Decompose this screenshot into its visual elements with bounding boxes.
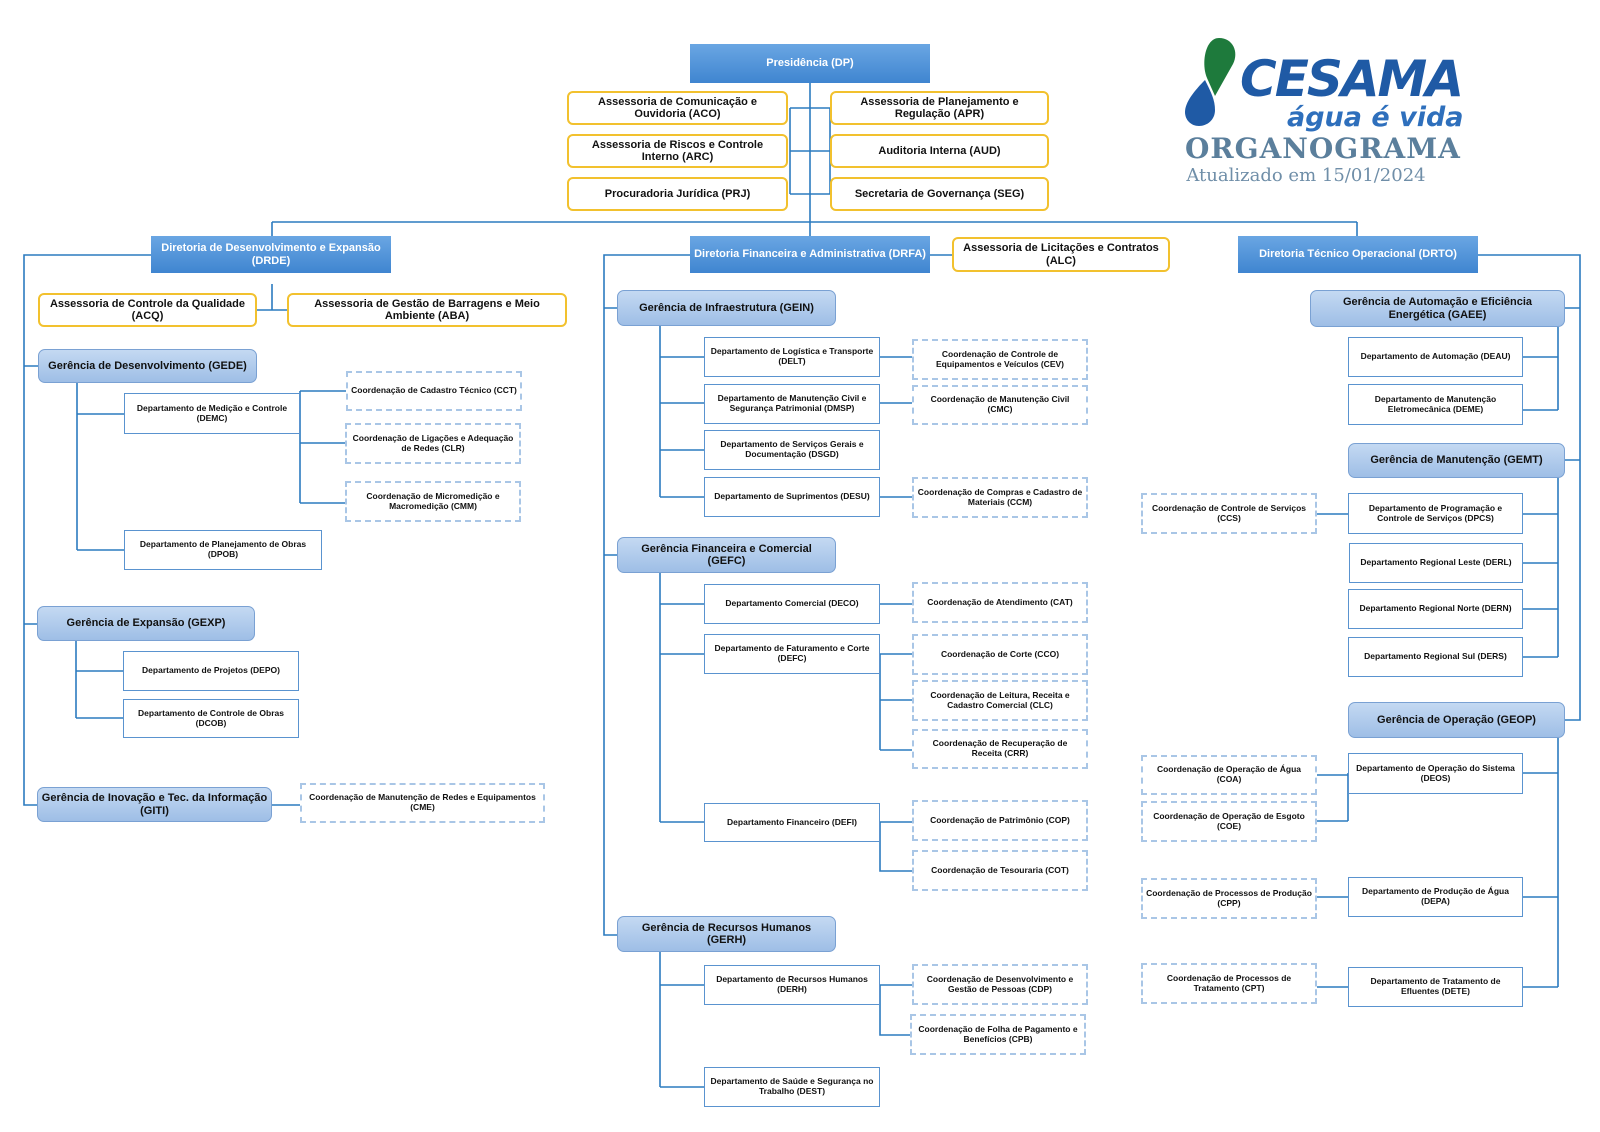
advisory-prj: Procuradoria Jurídica (PRJ)	[567, 177, 788, 211]
department-dpcs: Departamento de Programação e Controle d…	[1348, 493, 1523, 534]
advisory-seg: Secretaria de Governança (SEG)	[830, 177, 1049, 211]
coordination-cop: Coordenação de Patrimônio (COP)	[912, 800, 1088, 841]
department-depo: Departamento de Projetos (DEPO)	[123, 651, 299, 691]
logo-tagline: água é vida	[1287, 102, 1464, 133]
department-dcob: Departamento de Controle de Obras (DCOB)	[123, 699, 299, 738]
department-ders: Departamento Regional Sul (DERS)	[1348, 637, 1523, 677]
department-deos: Departamento de Operação do Sistema (DEO…	[1348, 753, 1523, 794]
logo-block: CESAMA água é vida ORGANOGRAMA Atualizad…	[1185, 26, 1475, 196]
page-title: ORGANOGRAMA	[1185, 132, 1461, 165]
advisory-arc: Assessoria de Riscos e Controle Interno …	[567, 134, 788, 168]
directorate-drto: Diretoria Técnico Operacional (DRTO)	[1238, 236, 1478, 273]
coordination-cct: Coordenação de Cadastro Técnico (CCT)	[346, 371, 522, 411]
department-defi: Departamento Financeiro (DEFI)	[704, 803, 880, 842]
coordination-cev: Coordenação de Controle de Equipamentos …	[912, 339, 1088, 380]
coordination-cpb: Coordenação de Folha de Pagamento e Bene…	[910, 1014, 1086, 1055]
department-dest: Departamento de Saúde e Segurança no Tra…	[704, 1067, 880, 1107]
advisory-aud: Auditoria Interna (AUD)	[830, 134, 1049, 168]
management-gerh: Gerência de Recursos Humanos (GERH)	[617, 916, 836, 952]
management-gefc: Gerência Financeira e Comercial (GEFC)	[617, 537, 836, 573]
department-delt: Departamento de Logística e Transporte (…	[704, 337, 880, 377]
management-gaee: Gerência de Automação e Eficiência Energ…	[1310, 290, 1565, 327]
coordination-cpt: Coordenação de Processos de Tratamento (…	[1141, 963, 1317, 1004]
advisory-aco: Assessoria de Comunicação e Ouvidoria (A…	[567, 91, 788, 125]
department-dpob: Departamento de Planejamento de Obras (D…	[124, 530, 322, 570]
logo-brand: CESAMA	[1240, 50, 1464, 108]
department-derl: Departamento Regional Leste (DERL)	[1349, 543, 1523, 583]
water-drop-icon	[1185, 38, 1236, 126]
coordination-coa: Coordenação de Operação de Água (COA)	[1141, 755, 1317, 795]
department-derh: Departamento de Recursos Humanos (DERH)	[704, 965, 880, 1005]
department-dsgd: Departamento de Serviços Gerais e Docume…	[704, 430, 880, 470]
advisory-apr: Assessoria de Planejamento e Regulação (…	[830, 91, 1049, 125]
management-gexp: Gerência de Expansão (GEXP)	[37, 606, 255, 641]
department-depa: Departamento de Produção de Água (DEPA)	[1348, 877, 1523, 917]
coordination-ccm: Coordenação de Compras e Cadastro de Mat…	[912, 477, 1088, 518]
updated-date: Atualizado em 15/01/2024	[1186, 165, 1426, 186]
coordination-cot: Coordenação de Tesouraria (COT)	[912, 850, 1088, 891]
department-demc: Departamento de Medição e Controle (DEMC…	[124, 393, 300, 434]
coordination-cpp: Coordenação de Processos de Produção (CP…	[1141, 878, 1317, 919]
department-dern: Departamento Regional Norte (DERN)	[1348, 589, 1523, 629]
coordination-cat: Coordenação de Atendimento (CAT)	[912, 582, 1088, 623]
department-dete: Departamento de Tratamento de Efluentes …	[1348, 967, 1523, 1007]
coordination-cmc: Coordenação de Manutenção Civil (CMC)	[912, 385, 1088, 425]
coordination-cco: Coordenação de Corte (CCO)	[912, 634, 1088, 675]
management-gede: Gerência de Desenvolvimento (GEDE)	[38, 349, 257, 383]
department-dmsp: Departamento de Manutenção Civil e Segur…	[704, 384, 880, 424]
coordination-clr: Coordenação de Ligações e Adequação de R…	[345, 423, 521, 464]
coordination-clc: Coordenação de Leitura, Receita e Cadast…	[912, 680, 1088, 721]
coordination-crr: Coordenação de Recuperação de Receita (C…	[912, 729, 1088, 769]
department-deme: Departamento de Manutenção Eletromecânic…	[1348, 384, 1523, 425]
advisory-aba: Assessoria de Gestão de Barragens e Meio…	[287, 293, 567, 327]
directorate-drde: Diretoria de Desenvolvimento e Expansão …	[151, 236, 391, 273]
management-geop: Gerência de Operação (GEOP)	[1348, 702, 1565, 738]
presidency-box: Presidência (DP)	[690, 44, 930, 83]
department-desu: Departamento de Suprimentos (DESU)	[704, 477, 880, 517]
coordination-cmm: Coordenação de Micromedição e Macromediç…	[345, 481, 521, 522]
coordination-cme: Coordenação de Manutenção de Redes e Equ…	[300, 783, 545, 823]
department-deco: Departamento Comercial (DECO)	[704, 584, 880, 624]
directorate-drfa: Diretoria Financeira e Administrativa (D…	[690, 236, 930, 273]
management-gein: Gerência de Infraestrutura (GEIN)	[617, 290, 836, 326]
advisory-acq: Assessoria de Controle da Qualidade (ACQ…	[38, 293, 257, 327]
management-gemt: Gerência de Manutenção (GEMT)	[1348, 443, 1565, 478]
management-giti: Gerência de Inovação e Tec. da Informaçã…	[37, 787, 272, 822]
coordination-coe: Coordenação de Operação de Esgoto (COE)	[1141, 801, 1317, 842]
coordination-cdp: Coordenação de Desenvolvimento e Gestão …	[912, 964, 1088, 1005]
coordination-ccs: Coordenação de Controle de Serviços (CCS…	[1141, 493, 1317, 534]
advisory-alc: Assessoria de Licitações e Contratos (AL…	[952, 237, 1170, 272]
department-deau: Departamento de Automação (DEAU)	[1348, 337, 1523, 377]
department-defc: Departamento de Faturamento e Corte (DEF…	[704, 634, 880, 674]
